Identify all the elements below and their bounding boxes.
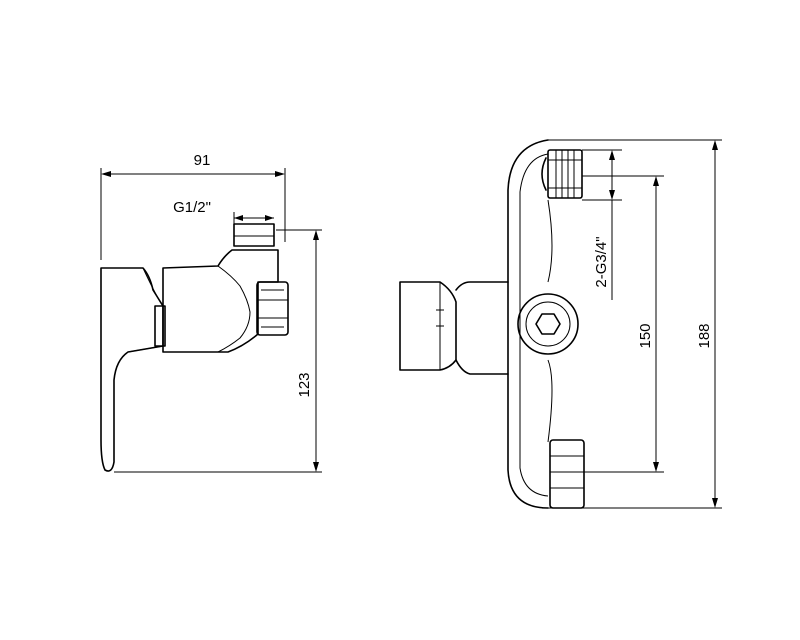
side-view: 91 G1/2" 123 (100, 152, 322, 473)
back-plate-inner (519, 153, 549, 497)
collar (154, 305, 166, 347)
bottom-connector (549, 439, 585, 509)
dimension-thread-label: G1/2" (173, 199, 211, 216)
top-connector (541, 149, 583, 199)
dimension-outlet: 2-G3/4" (582, 149, 622, 300)
back-plate (507, 139, 549, 509)
body-detail (217, 265, 251, 353)
dimension-height-label: 123 (296, 372, 313, 397)
handle-lever (100, 267, 164, 472)
hex-nut (256, 281, 289, 336)
dimension-width-label: 91 (194, 152, 211, 169)
handle-inner-edge (127, 267, 164, 353)
hex-socket-icon (535, 313, 561, 335)
dimension-spacing: 150 (582, 175, 664, 473)
center-outlet (517, 293, 579, 355)
dimension-spacing-label: 150 (637, 323, 654, 348)
dimension-overall-label: 188 (696, 323, 713, 348)
inlet-connector (233, 223, 275, 247)
valve-body (162, 249, 279, 353)
dimension-overall: 188 (548, 139, 722, 509)
dimension-outlet-label: 2-G3/4" (593, 236, 610, 287)
front-handle (399, 281, 457, 371)
front-view: 2-G3/4" 150 188 (399, 139, 722, 509)
front-body (455, 281, 509, 375)
plate-bend-upper (547, 199, 553, 283)
dimension-thread: G1/2" (173, 199, 274, 224)
dimension-width: 91 (100, 152, 286, 260)
plate-bend-lower (547, 359, 553, 443)
dimension-height: 123 (114, 229, 322, 473)
